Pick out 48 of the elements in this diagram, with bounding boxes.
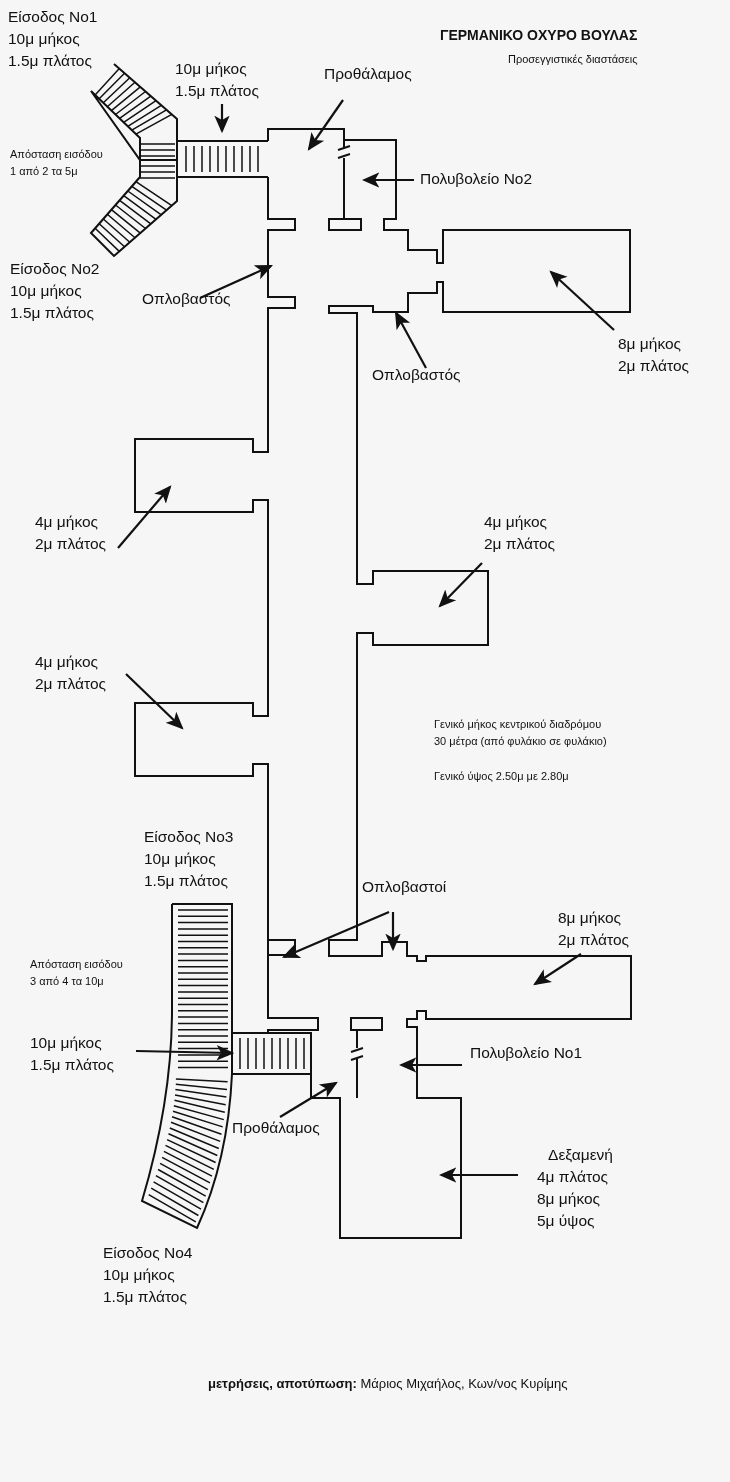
leader-arrow [533,953,582,986]
credits-text: μετρήσεις, αποτύπωση: Μάριος Μιχαήλος, Κων/νος Κυρίμης [208,1375,568,1393]
diagram-title: ΓΕΡΜΑΝΙΚΟ ΟΧΥΡΟ ΒΟΥΛΑΣ [440,26,638,45]
dimension-note: 4μ πλάτος 8μ μήκος 5μ ύψος [537,1167,610,1231]
room-label: Οπλοβαστοί [362,877,448,897]
dimension-note: 4μ μήκος 2μ πλάτος [484,512,557,554]
dimension-note: 10μ μήκος 1.5μ πλάτος [103,1265,188,1307]
leader-arrow [125,673,184,730]
room-label: Πολυβολείο No1 [470,1043,584,1063]
entrance-label: Είσοδος No2 [10,259,101,279]
entrance-label: Είσοδος No1 [8,7,99,27]
entrance-label: Είσοδος No3 [144,827,235,847]
dimension-note: 10μ μήκος 1.5μ πλάτος [8,29,93,71]
note: Γενικό ύψος 2.50μ με 2.80μ [434,769,570,784]
room-label: Δεξαμενή [547,1145,613,1165]
room-label: Οπλοβαστός [372,365,462,385]
leader-arrow [549,270,615,331]
dimension-note: 4μ μήκος 2μ πλάτος [35,652,108,694]
entrance-label: Είσοδος No4 [103,1243,194,1263]
dimension-note: 10μ μήκος 1.5μ πλάτος [144,849,229,891]
dimension-note: 10μ μήκος 1.5μ πλάτος [30,1033,115,1075]
dimension-note: 8μ μήκος 2μ πλάτος [558,908,631,950]
room-label: Πολυβολείο No2 [420,169,534,189]
leader-arrow [282,911,390,958]
wall-stub [267,939,296,956]
room-label: Προθάλαμος [232,1118,321,1138]
leader-arrow [307,99,344,151]
distance-note: Απόσταση εισόδου 3 από 4 τα 10μ [30,957,124,989]
leader-arrow [117,485,172,549]
leader-arrow [279,1081,338,1118]
subtitle: Προσεγγιστικές διαστάσεις [508,52,638,67]
leader-arrow [398,1057,462,1073]
note: Γενικό μήκος κεντρικού διαδρόμου 30 μέτρα (από φυλάκιο σε φυλάκιο) [434,717,608,749]
room-label: Οπλοβαστός [142,289,232,309]
dimension-note: 4μ μήκος 2μ πλάτος [35,512,108,554]
leader-arrow [385,912,401,952]
distance-note: Απόσταση εισόδου 1 από 2 τα 5μ [10,147,104,179]
leader-arrow [135,1045,235,1061]
stair-corridor [231,1032,312,1075]
dimension-note: 10μ μήκος 1.5μ πλάτος [10,281,95,323]
room-label: Προθάλαμος [324,64,413,84]
leader-arrow [361,172,414,188]
leader-arrow [438,1167,518,1183]
leader-arrow [214,104,230,134]
dimension-note: 10μ μήκος 1.5μ πλάτος [175,59,260,101]
dimension-note: 8μ μήκος 2μ πλάτος [618,334,691,376]
leader-arrow [438,562,483,608]
leader-arrow [394,311,427,369]
